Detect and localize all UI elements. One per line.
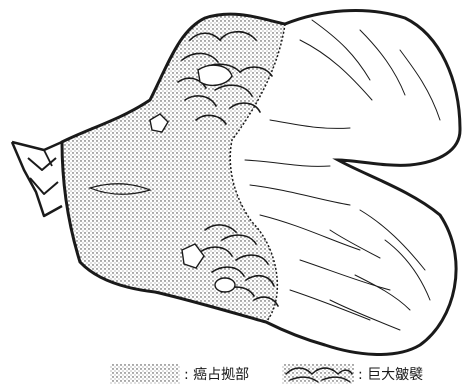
stomach-body [62, 10, 460, 354]
legend-swatch-dotted [110, 364, 180, 384]
legend-label-cancer: : 癌占拠部 [184, 367, 249, 383]
legend-item-cancer: : 癌占拠部 [110, 364, 249, 384]
legend: : 癌占拠部 : 巨大皺襞 [110, 364, 423, 384]
legend-item-folds: : 巨大皺襞 [282, 364, 423, 384]
legend-label-folds: : 巨大皺襞 [358, 366, 423, 383]
duodenum [12, 142, 62, 216]
legend-swatch-folds [282, 364, 354, 384]
